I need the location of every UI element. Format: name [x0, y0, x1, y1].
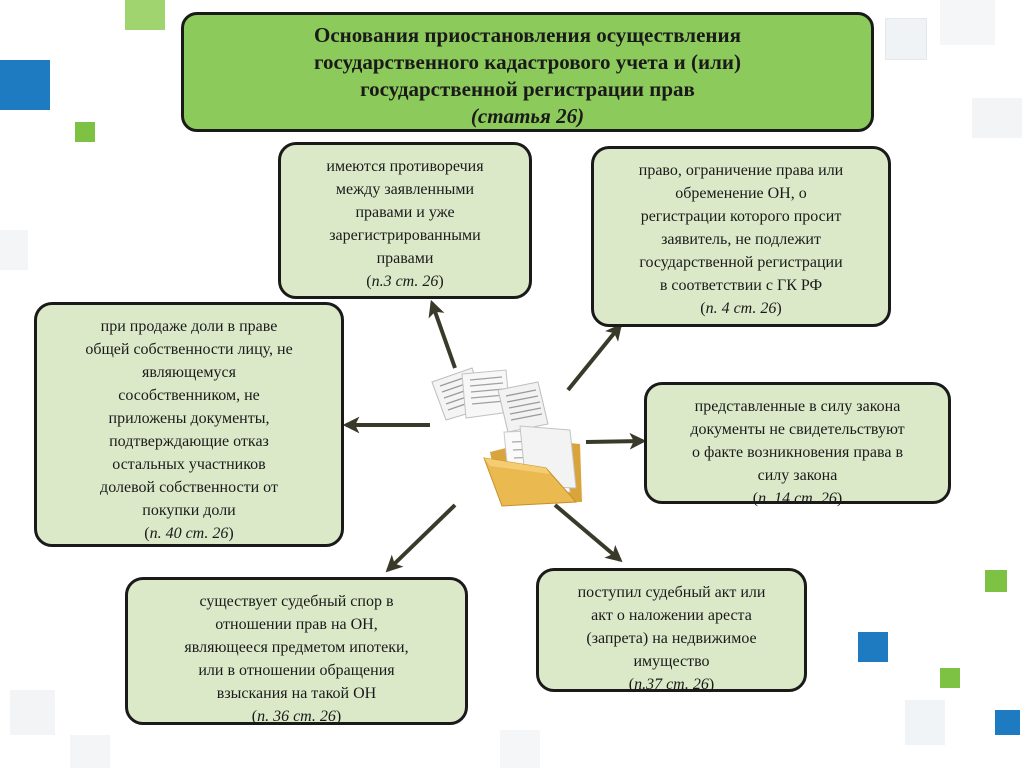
- bg-square: [0, 60, 50, 110]
- node-article-ref: (п.37 ст. 26): [628, 676, 715, 693]
- bg-square: [10, 690, 55, 735]
- node-line: общей собственности лицу, не: [85, 341, 293, 358]
- node-line: остальных участников: [112, 456, 266, 473]
- node-line: взыскания на такой ОН: [216, 685, 377, 702]
- arrow-to-n3: [428, 299, 457, 369]
- node-line: покупки доли: [142, 502, 236, 519]
- node-line: акт о наложении ареста: [591, 607, 752, 624]
- node-line: право, ограничение права или: [638, 162, 844, 179]
- node-line: поступил судебный акт или: [577, 584, 766, 601]
- arrow-to-n36: [385, 503, 457, 573]
- bg-square: [972, 98, 1022, 138]
- node-line: существует судебный спор в: [199, 593, 394, 610]
- node-line: при продаже доли в праве: [100, 318, 278, 335]
- node-line: подтверждающие отказ: [109, 433, 269, 450]
- node-contradictions: имеются противоречия между заявленными п…: [278, 142, 532, 299]
- node-line: приложены документы,: [108, 410, 270, 427]
- folder-documents-icon: [431, 367, 582, 507]
- node-line: заявитель, не подлежит: [661, 231, 821, 248]
- node-line: документы не свидетельствуют: [690, 421, 905, 438]
- node-line: обременение ОН, о: [675, 185, 807, 202]
- title-article-ref: (статья 26): [470, 104, 585, 128]
- bg-square: [985, 570, 1007, 592]
- arrow-to-n37: [553, 503, 623, 563]
- node-line: представленные в силу закона: [694, 398, 901, 415]
- node-article-ref: (п. 40 ст. 26): [144, 525, 234, 542]
- arrow-to-n4: [566, 323, 623, 392]
- title-line-3: государственной регистрации прав: [360, 77, 695, 101]
- node-line: имеются противоречия: [326, 158, 484, 175]
- bg-square: [75, 122, 95, 142]
- bg-square: [0, 230, 28, 270]
- bg-square: [940, 668, 960, 688]
- node-share-sale: при продаже доли в праве общей собственн…: [34, 302, 344, 547]
- arrow-to-n14: [585, 432, 647, 450]
- node-line: являющееся предметом ипотеки,: [184, 639, 409, 656]
- node-court-dispute: существует судебный спор в отношении пра…: [125, 577, 468, 725]
- node-line: правами и уже: [355, 204, 455, 221]
- node-article-ref: (п. 4 ст. 26): [700, 300, 782, 317]
- node-line: (запрета) на недвижимое: [586, 630, 757, 647]
- node-line: о факте возникновения права в: [691, 444, 904, 461]
- bg-square: [905, 700, 945, 745]
- node-court-arrest: поступил судебный акт или акт о наложени…: [536, 568, 807, 693]
- node-not-subject-to-registration: право, ограничение права или обременение…: [591, 146, 891, 327]
- node-line: государственной регистрации: [639, 254, 843, 271]
- title-line-1: Основания приостановления осуществления: [314, 23, 741, 47]
- bg-square: [125, 0, 165, 30]
- bg-square: [500, 730, 540, 768]
- node-line: или в отношении обращения: [198, 662, 395, 679]
- node-line: силу закона: [757, 467, 838, 484]
- node-article-ref: (п. 36 ст. 26): [251, 708, 342, 725]
- node-line: имущество: [633, 653, 710, 670]
- bg-square: [940, 0, 995, 45]
- node-documents-not-proving: представленные в силу закона документы н…: [644, 382, 951, 507]
- title-box: Основания приостановления осуществления …: [181, 12, 874, 132]
- bg-square: [70, 735, 110, 768]
- node-line: зарегистрированными: [329, 227, 481, 244]
- bg-square: [995, 710, 1020, 735]
- node-line: отношении прав на ОН,: [215, 616, 378, 633]
- node-line: сособственником, не: [118, 387, 260, 404]
- node-line: правами: [376, 250, 434, 267]
- bg-square: [858, 632, 888, 662]
- bg-square: [885, 18, 927, 60]
- node-article-ref: (п. 14 ст. 26): [752, 490, 843, 507]
- node-line: регистрации которого просит: [640, 208, 842, 225]
- node-line: в соответствии с ГК РФ: [659, 277, 823, 294]
- node-article-ref: (п.3 ст. 26): [366, 273, 444, 290]
- node-line: являющемуся: [141, 364, 236, 381]
- node-line: между заявленными: [335, 181, 475, 198]
- title-line-2: государственного кадастрового учета и (и…: [313, 50, 741, 74]
- node-line: долевой собственности от: [100, 479, 278, 496]
